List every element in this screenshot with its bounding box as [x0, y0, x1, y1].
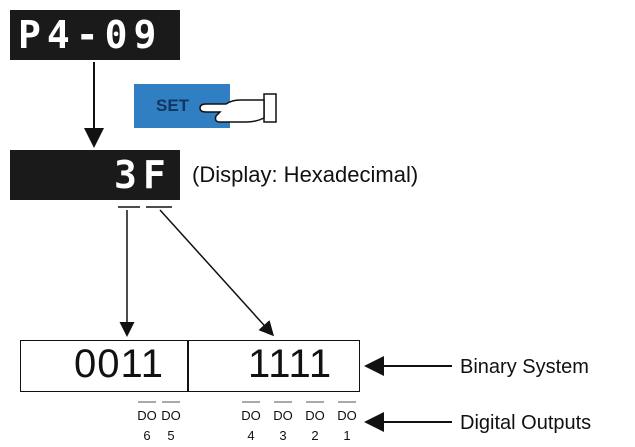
parameter-display: P4-09: [10, 10, 180, 60]
do4-top: DO: [241, 408, 261, 423]
display-note: (Display: Hexadecimal): [192, 162, 419, 187]
do6-top: DO: [137, 408, 157, 423]
do6-num: 6: [143, 428, 151, 443]
binary-box-high: [20, 340, 188, 392]
pointing-hand-icon: [199, 93, 277, 123]
parameter-code: P4-09: [18, 13, 163, 57]
binary-high-nibble: 0011: [74, 342, 165, 386]
hex-value: 3F: [114, 153, 172, 197]
binary-low-nibble: 1111: [248, 342, 333, 386]
do3-top: DO: [273, 408, 293, 423]
value-display: 3F: [10, 150, 180, 200]
digital-outputs-label: Digital Outputs: [460, 412, 592, 434]
set-button-label: SET: [156, 96, 190, 115]
binary-system-label: Binary System: [460, 356, 589, 378]
do2-top: DO: [305, 408, 325, 423]
do1-top: DO: [337, 408, 357, 423]
do4-num: 4: [247, 428, 255, 443]
do3-num: 3: [279, 428, 287, 443]
do5-num: 5: [167, 428, 175, 443]
binary-box-low: [188, 340, 360, 392]
do1-num: 1: [343, 428, 351, 443]
do2-num: 2: [311, 428, 319, 443]
low-nibble-arrow: [159, 209, 275, 337]
do5-top: DO: [161, 408, 181, 423]
